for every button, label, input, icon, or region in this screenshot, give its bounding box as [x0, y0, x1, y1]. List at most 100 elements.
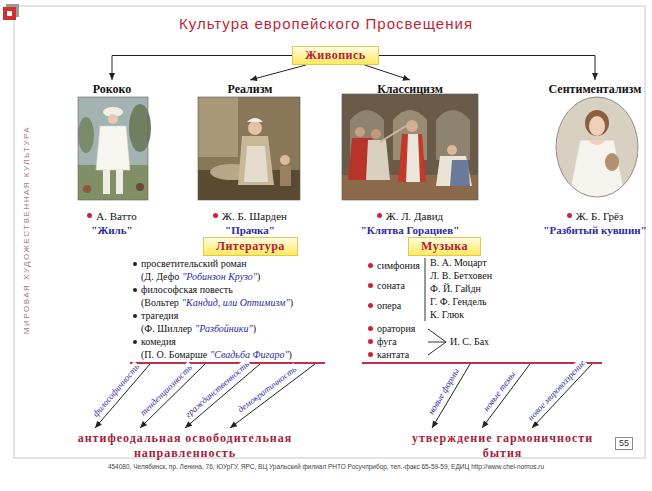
music-list: симфониясонатаопераВ. А. МоцартЛ. В. Бет…	[362, 257, 602, 364]
bullet-dot	[133, 340, 137, 344]
author-name: (П. О. Бомарше	[141, 349, 207, 360]
genre-row: просветительский роман	[130, 257, 325, 270]
chardin-painting	[247, 118, 263, 122]
connector-line	[250, 65, 306, 80]
style-column: СентиментализмЖ. Б. Грёз"Разбитый кувшин…	[543, 80, 647, 237]
edge-label: новое мировоззрение	[524, 357, 588, 424]
bracket-close: )	[257, 271, 260, 282]
corner-logo	[3, 4, 19, 20]
bullet-dot	[567, 213, 572, 218]
music-item: И. С. Бах	[450, 336, 489, 348]
author-name: (Д. Дефо	[141, 271, 179, 282]
arrow-head	[95, 421, 102, 428]
composer-name: К. Глюк	[430, 309, 464, 320]
chardin-painting	[238, 136, 274, 185]
bullet-dot	[368, 352, 373, 357]
arrow-head	[592, 73, 598, 80]
work-title: "Кандид, или Оптимизм"	[182, 297, 290, 308]
footer-address: 454080, Челябинск, пр. Ленина, 76, ЮУрГУ…	[0, 463, 652, 471]
caption-line: Ж. Л. Давид	[335, 206, 485, 224]
watteau-painting	[116, 170, 123, 194]
edge-label: новые формы	[426, 366, 463, 418]
genre-name: философская повесть	[141, 284, 233, 295]
work-row: (П. О. Бомарше"Свадьба Фигаро")	[130, 348, 325, 361]
music-form: симфония	[377, 260, 420, 271]
bracket-close: )	[290, 297, 293, 308]
work-title: "Свадьба Фигаро"	[210, 349, 288, 360]
composer-name: В. А. Моцарт	[430, 257, 487, 268]
edge-label: философичность	[90, 361, 143, 420]
watteau-painting	[78, 97, 148, 200]
chardin-painting	[198, 97, 300, 200]
connector	[379, 56, 598, 81]
composer-bracket	[428, 342, 446, 355]
music-item: кантата	[368, 349, 409, 361]
david-painting	[366, 140, 390, 180]
bullet-dot	[133, 314, 137, 318]
david-painting	[398, 134, 426, 182]
style-heading: Классицизм	[335, 82, 485, 96]
connector	[250, 65, 306, 81]
style-column: КлассицизмЖ. Л. Давид"Клятва Горациев"	[335, 80, 485, 237]
david-painting	[342, 94, 478, 200]
bracket-close: )	[289, 349, 292, 360]
watteau-painting	[136, 183, 144, 191]
caption-line: Ж. Б. Шарден	[188, 206, 312, 224]
bullet-dot	[368, 339, 373, 344]
music-item: В. А. Моцарт	[430, 257, 487, 269]
work-row: (Д. Дефо"Робинзон Крузо")	[130, 270, 325, 283]
vertical-series-title: МИРОВАЯ ХУДОЖЕСТВЕННАЯ КУЛЬТУРА	[22, 126, 32, 334]
bullet-dot	[368, 326, 373, 331]
work-row: (Ф. Шиллер"Разбойники")	[130, 322, 325, 335]
david-painting	[371, 129, 381, 139]
watteau-painting	[96, 126, 130, 170]
david-painting	[436, 156, 472, 186]
painting-title: "Жиль"	[50, 224, 174, 237]
greuze-painting	[588, 140, 606, 145]
composer-bracket	[425, 258, 426, 321]
music-form: кантата	[377, 349, 409, 360]
music-item: Г. Ф. Гендель	[430, 296, 486, 308]
bullet-dot	[133, 262, 137, 266]
category-box: Музыка	[408, 237, 481, 256]
artist-name: Ж. Л. Давид	[386, 210, 443, 222]
page-number: 55	[615, 437, 633, 450]
chardin-painting	[248, 121, 262, 135]
bullet-dot	[368, 303, 373, 308]
david-painting	[436, 110, 470, 160]
box-text: Живопись	[305, 48, 366, 62]
greuze-painting	[556, 97, 638, 197]
connector	[532, 364, 592, 428]
connector-line	[379, 56, 595, 81]
caption-line: А. Ватто	[50, 206, 174, 224]
bracket-close: )	[253, 323, 256, 334]
chardin-painting	[198, 97, 300, 200]
chardin-painting	[198, 97, 300, 200]
outcome-box: утверждение гармоничности бытия	[395, 428, 610, 461]
david-painting	[406, 134, 420, 182]
bullet-dot	[377, 213, 382, 218]
arrow-head	[185, 421, 192, 428]
artist-name: А. Ватто	[96, 210, 136, 222]
bullet-dot	[368, 263, 373, 268]
music-item: Ф. Й. Гайдн	[430, 283, 481, 295]
artist-name: Ж. Б. Шарден	[222, 210, 287, 222]
chardin-painting	[244, 146, 268, 182]
arrow-head	[482, 421, 489, 428]
artist-name: Ж. Б. Грёз	[576, 210, 624, 222]
watteau-painting	[78, 97, 151, 200]
style-heading: Реализм	[188, 82, 312, 96]
author-name: (Вольтер	[141, 297, 179, 308]
corner-logo	[7, 11, 12, 16]
music-form: фуга	[377, 336, 397, 347]
page-number-text: 55	[619, 438, 629, 448]
arrow-head	[140, 421, 147, 428]
arrow-head	[230, 421, 237, 428]
genre-list: просветительский роман(Д. Дефо"Робинзон …	[130, 257, 325, 364]
connector-line	[365, 65, 410, 80]
music-form: опера	[377, 300, 401, 311]
genre-name: просветительский роман	[141, 258, 247, 269]
box-text: Музыка	[421, 239, 468, 253]
david-painting	[355, 127, 365, 137]
genre-name: трагедия	[141, 310, 178, 321]
